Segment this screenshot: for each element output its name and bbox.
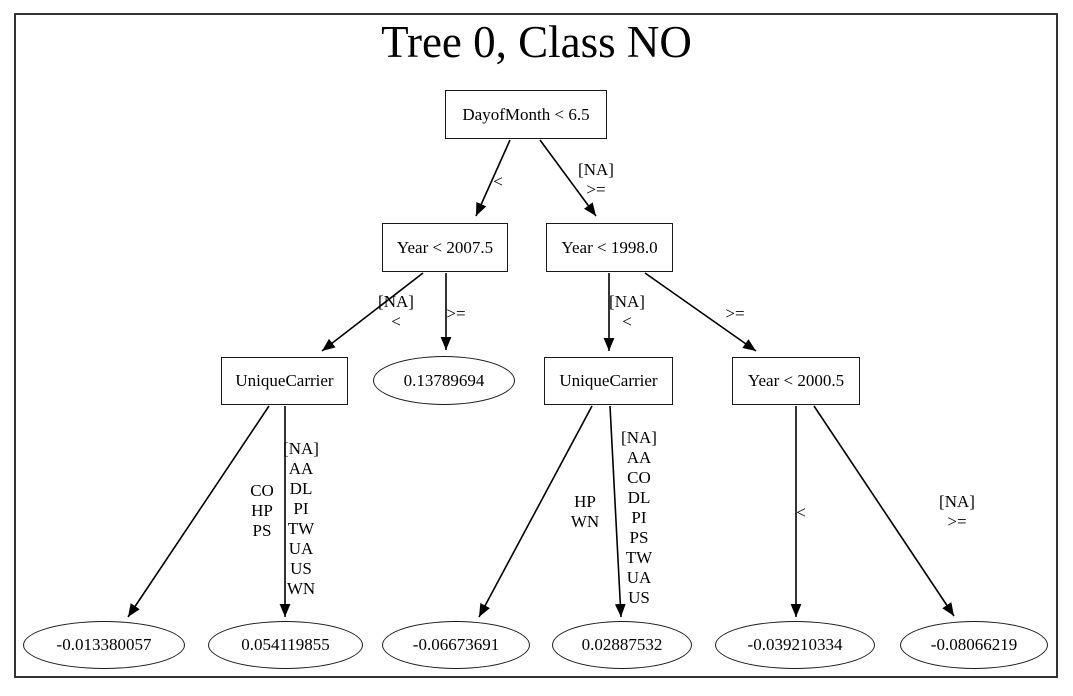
edge-year1998-year2000 <box>644 272 757 352</box>
node-uniquecarrier-1: UniqueCarrier <box>221 357 348 405</box>
edge-label-year2007-right: >= <box>446 304 466 323</box>
edge-uniquecarrier1-leaf-b <box>127 405 270 618</box>
edge-root-year2007 <box>475 139 511 217</box>
edge-label-year2007-left: [NA] < <box>378 292 414 331</box>
edge-uniquecarrier2-leaf-e <box>609 405 626 618</box>
edge-label-year2000-right: [NA] >= <box>939 492 975 531</box>
leaf-value-054119855: 0.054119855 <box>208 621 363 669</box>
edge-label-uc1-left: CO HP PS <box>250 481 274 540</box>
leaf-value-neg-039210334: -0.039210334 <box>715 621 875 669</box>
edge-label-root-right: [NA] >= <box>578 160 614 199</box>
edge-label-year2000-left: < <box>796 503 806 522</box>
edge-label-uc2-left: HP WN <box>570 492 600 531</box>
diagram-title: Tree 0, Class NO <box>381 17 692 67</box>
leaf-value-02887532: 0.02887532 <box>552 621 692 669</box>
edge-label-uc1-right: [NA] AA DL PI TW UA US WN <box>283 439 319 598</box>
leaf-value-neg-08066219: -0.08066219 <box>900 621 1048 669</box>
edge-label-root-left: < <box>493 172 503 191</box>
edge-label-year1998-right: >= <box>725 304 745 323</box>
node-year-2007-5: Year < 2007.5 <box>382 223 508 272</box>
edge-label-uc2-right: [NA] AA CO DL PI PS TW UA US <box>621 428 657 607</box>
edge-year2007-uniquecarrier1 <box>321 272 424 352</box>
leaf-value-neg-06673691: -0.06673691 <box>382 621 530 669</box>
edge-root-year1998 <box>539 139 597 217</box>
leaf-value-013789694: 0.13789694 <box>373 356 515 405</box>
edge-label-year1998-left: [NA] < <box>609 292 645 331</box>
node-year-1998-0: Year < 1998.0 <box>546 223 673 272</box>
node-dayofmonth: DayofMonth < 6.5 <box>445 90 607 139</box>
node-uniquecarrier-2: UniqueCarrier <box>544 357 673 405</box>
leaf-value-neg-013380057: -0.013380057 <box>23 621 185 669</box>
diagram-border <box>14 13 1058 678</box>
edge-year2000-leaf-g <box>813 405 955 617</box>
edge-uniquecarrier2-leaf-d <box>478 405 593 618</box>
node-year-2000-5: Year < 2000.5 <box>732 357 860 405</box>
